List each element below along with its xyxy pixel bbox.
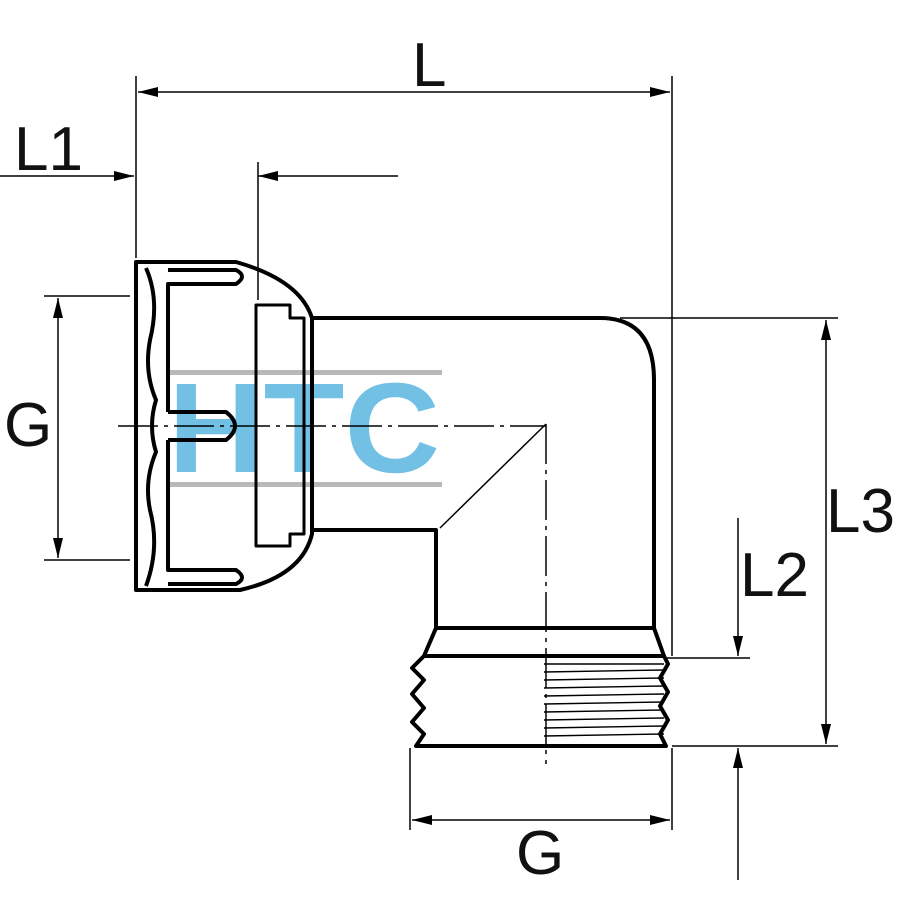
thread-hatching [543,663,665,737]
nut-finger-lower [166,440,244,586]
thread-shoulder [422,627,666,658]
nut-lip [144,267,158,587]
dimension-lines [0,76,838,880]
center-lines [118,423,547,764]
label-G-outlet: G [516,819,564,888]
union-nut [134,260,314,592]
label-G-inlet: G [4,391,52,460]
bore-diagonal [439,423,547,529]
watermark-bar-bottom [170,482,442,487]
label-L1: L1 [14,115,83,184]
label-L3: L3 [826,477,895,546]
fitting-body [134,260,670,748]
watermark-bar-top [170,370,442,375]
label-L: L [412,31,446,100]
label-L2: L2 [740,541,809,610]
inner-sleeve [254,303,306,548]
male-thread [410,654,670,748]
nut-finger-upper [166,268,244,412]
